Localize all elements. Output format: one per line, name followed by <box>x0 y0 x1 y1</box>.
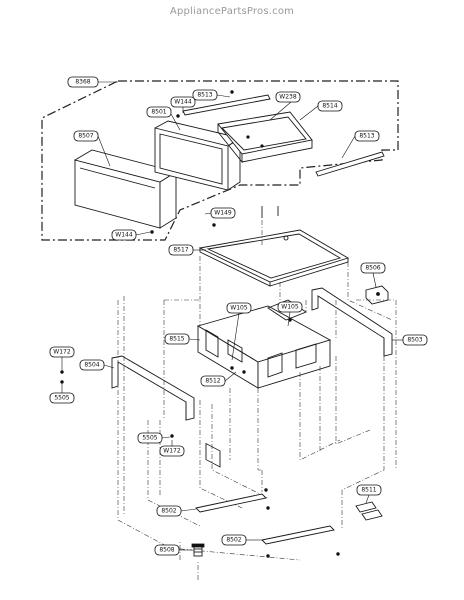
callout-8506: 8506 <box>360 262 386 274</box>
callout-label: 8507 <box>78 133 93 140</box>
callout-w144-bottom: W144 <box>111 229 137 241</box>
callout-label: W105 <box>281 304 299 311</box>
callout-8507: 8507 <box>73 130 99 142</box>
callout-w238: W238 <box>275 91 301 103</box>
callout-label: 8502 <box>161 508 176 515</box>
center-frame <box>196 299 332 468</box>
bottom-rail-lower <box>261 525 340 558</box>
projection-lines <box>117 220 397 580</box>
callout-label: 8515 <box>169 336 184 343</box>
callout-w105-right: W105 <box>277 301 303 313</box>
callout-label: 8513 <box>359 133 374 140</box>
callout-8368: 8368 <box>67 76 99 88</box>
callout-label: 5505 <box>54 395 69 402</box>
callout-8502-upper: 8502 <box>156 505 182 517</box>
callout-8513-right: 8513 <box>354 130 380 142</box>
callout-8502-lower: 8502 <box>221 534 247 546</box>
callout-5505-left: 5505 <box>49 392 75 404</box>
callout-w149: W149 <box>210 207 236 219</box>
bracket-8506 <box>365 285 389 305</box>
callout-8517: 8517 <box>168 244 194 256</box>
callout-label: 8511 <box>361 487 376 494</box>
callout-w172-center: W172 <box>159 445 185 457</box>
callout-label: W172 <box>53 349 71 356</box>
callout-label: 8514 <box>322 103 337 110</box>
callout-8514: 8514 <box>317 100 343 112</box>
drawer-tray <box>217 111 313 164</box>
callout-w144-top: W144 <box>170 96 196 108</box>
callout-8512: 8512 <box>200 375 226 387</box>
callout-label: 8501 <box>151 109 166 116</box>
watermark: AppliancePartsPros.com <box>169 6 295 17</box>
leveling-foot <box>191 543 205 557</box>
callout-label: 8517 <box>173 247 188 254</box>
callout-label: W238 <box>279 94 297 101</box>
callout-label: W144 <box>115 232 133 239</box>
callout-8501: 8501 <box>146 106 172 118</box>
callout-label: 8513 <box>197 92 212 99</box>
leader-lines <box>61 81 403 551</box>
callout-8504: 8504 <box>79 359 105 371</box>
bottom-rail-upper <box>195 488 270 513</box>
left-side-bracket <box>111 355 195 421</box>
clip-8511 <box>355 501 383 521</box>
drawer-rail-bottom <box>315 151 385 177</box>
callout-label: 8502 <box>226 537 241 544</box>
callout-label: W172 <box>163 448 181 455</box>
callout-label: 8368 <box>75 79 90 86</box>
callout-label: W144 <box>174 99 192 106</box>
callout-8503: 8503 <box>402 334 428 346</box>
callout-label: 8512 <box>205 378 220 385</box>
callout-8508: 8508 <box>154 544 180 556</box>
callout-label: W149 <box>214 210 232 217</box>
callout-8513-top: 8513 <box>192 89 218 101</box>
callout-8511: 8511 <box>356 484 382 496</box>
callout-w172-left: W172 <box>49 346 75 358</box>
callout-label: W105 <box>230 305 248 312</box>
callout-8515: 8515 <box>164 333 190 345</box>
right-side-bracket <box>311 287 393 357</box>
callout-label: 8508 <box>159 547 174 554</box>
callout-label: 8504 <box>84 362 99 369</box>
drawer-front-panel <box>73 149 178 229</box>
callout-w105-left: W105 <box>226 302 252 314</box>
drawer-rail-top <box>182 94 271 116</box>
callout-label: 8503 <box>407 337 422 344</box>
drawer-assembly-boundary <box>41 80 399 241</box>
callout-5505-center: 5505 <box>137 432 163 444</box>
callout-label: 8506 <box>365 265 380 272</box>
callout-label: 5505 <box>142 435 157 442</box>
